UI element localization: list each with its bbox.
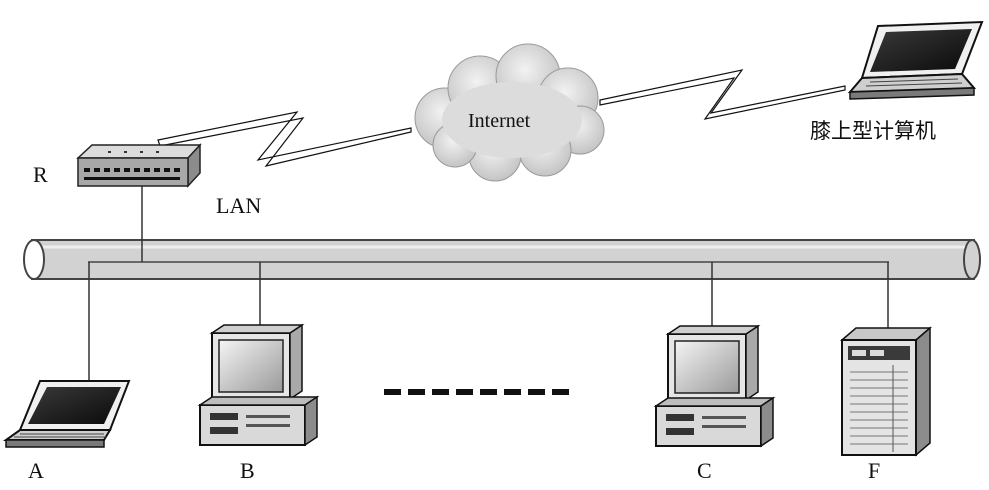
- node-a-label: A: [28, 458, 44, 483]
- node-b-label: B: [240, 458, 255, 483]
- node-f-label: F: [868, 458, 881, 483]
- node-b-desktop-icon: [197, 323, 320, 447]
- router-icon: [76, 143, 202, 188]
- remote-laptop-label: 膝上型计算机: [810, 119, 936, 143]
- remote-laptop-icon: [847, 20, 984, 100]
- ellipsis-dashes: [384, 389, 569, 395]
- node-a-laptop-icon: [2, 380, 131, 448]
- node-c-desktop-icon: [653, 324, 776, 448]
- lan-bus: [23, 239, 981, 280]
- router-label: R: [33, 162, 48, 187]
- internet-label: Internet: [468, 110, 531, 132]
- lan-label: LAN: [216, 193, 262, 218]
- internet-cloud: [414, 43, 605, 182]
- node-c-label: C: [697, 458, 712, 483]
- drop-wires: [88, 185, 889, 380]
- wan-links: [157, 69, 846, 167]
- lightning-link-router-internet: [157, 111, 412, 167]
- node-f-server-icon: [839, 326, 933, 457]
- lightning-link-internet-laptop: [599, 69, 846, 120]
